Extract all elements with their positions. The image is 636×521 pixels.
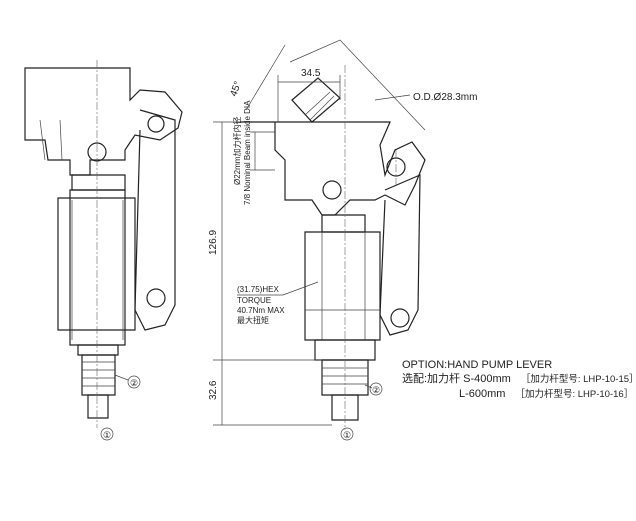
left-view: ① ② <box>24 60 183 441</box>
right-view: 34.5 45° O.D.Ø28.3mm Ø22mm加力杆内径 7/8 Nomi… <box>208 39 477 441</box>
total-height-dimension: 126.9 <box>208 230 219 255</box>
option-prefix: 选配:加力杆 <box>402 373 461 385</box>
port-2-label-right: ② <box>372 385 380 395</box>
beam-diameter-cn: Ø22mm加力杆内径 <box>232 117 242 185</box>
torque-label: TORQUE <box>237 296 271 305</box>
hex-size-label: (31.75)HEX <box>237 285 279 294</box>
option-code-s: ［加力杆型号: LHP-10-15］ <box>520 374 636 385</box>
port-1-label-left: ① <box>103 430 111 440</box>
option-note: OPTION:HAND PUMP LEVER 选配:加力杆 S-400mm ［加力… <box>402 358 636 402</box>
option-code-l: ［加力杆型号: LHP-10-16］ <box>515 389 634 400</box>
option-title: OPTION:HAND PUMP LEVER <box>402 359 553 371</box>
outer-diameter-label: O.D.Ø28.3mm <box>413 92 477 103</box>
port-1-label-right: ① <box>343 430 351 440</box>
width-dimension: 34.5 <box>301 68 321 79</box>
bottom-height-dimension: 32.6 <box>208 380 219 400</box>
port-2-label-left: ② <box>130 378 138 388</box>
torque-value: 40.7Nm MAX <box>237 306 285 315</box>
option-size-s: S-400mm <box>463 373 511 385</box>
option-size-l: L-600mm <box>459 388 506 400</box>
angle-dimension: 45° <box>228 80 244 98</box>
beam-diameter-en: 7/8 Nominal Beam inside DIA <box>243 100 252 205</box>
torque-label-cn: 最大扭矩 <box>237 315 269 325</box>
